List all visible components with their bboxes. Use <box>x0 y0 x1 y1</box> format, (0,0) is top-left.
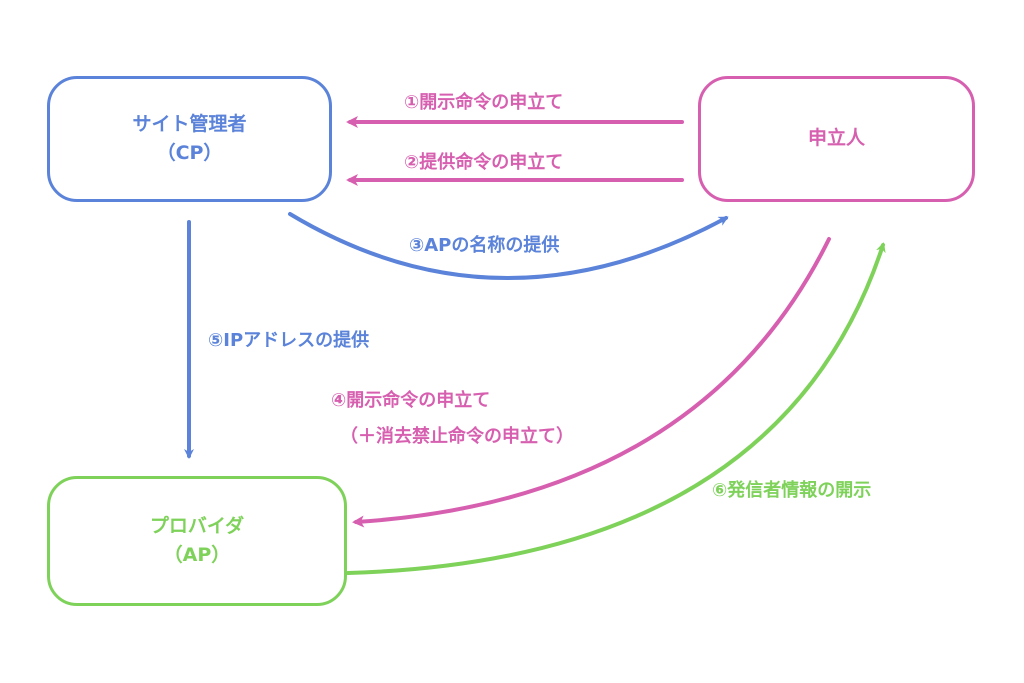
node-applicant: 申立人 <box>698 76 975 202</box>
label-step1: ①開示命令の申立て <box>404 92 564 113</box>
node-cp-name: サイト管理者 <box>132 112 247 135</box>
node-site-admin-cp: サイト管理者 （CP） <box>47 76 332 202</box>
label-step2: ②提供命令の申立て <box>404 152 564 173</box>
arrow-step4 <box>352 237 831 528</box>
label-step4: ④開示命令の申立て <box>331 390 491 411</box>
arrow-step3 <box>288 212 729 280</box>
node-cp-abbr: （CP） <box>156 142 223 164</box>
label-step4-sub: （＋消去禁止命令の申立て） <box>340 426 574 447</box>
label-step5: ⑤IPアドレスの提供 <box>208 330 370 351</box>
arrow-step6 <box>346 242 886 575</box>
label-step3: ③APの名称の提供 <box>409 235 560 256</box>
label-step6: ⑥発信者情報の開示 <box>712 480 872 501</box>
node-applicant-name: 申立人 <box>807 127 865 150</box>
node-provider-ap: プロバイダ （AP） <box>47 476 347 606</box>
node-ap-abbr: （AP） <box>163 544 231 566</box>
node-ap-name: プロバイダ <box>149 514 245 537</box>
